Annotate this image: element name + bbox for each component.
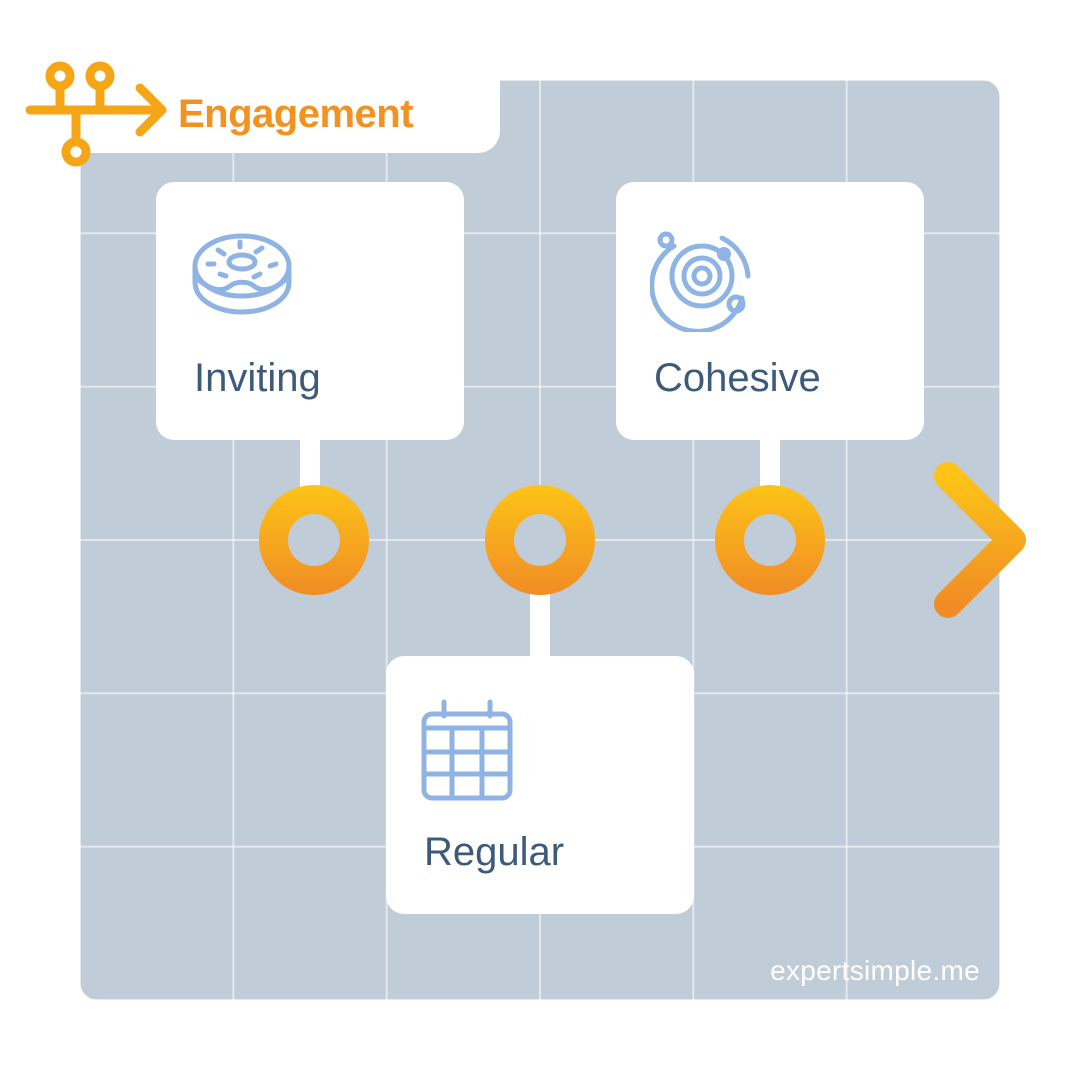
- step-card-cohesive: Cohesive: [616, 182, 924, 440]
- connector-regular: [530, 570, 550, 670]
- timeline-node-regular: [485, 485, 595, 595]
- title-tab: [0, 0, 500, 153]
- step-label-regular: Regular: [424, 830, 565, 874]
- footer-credit: expertsimple.me: [770, 955, 980, 986]
- timeline-node-inviting: [259, 485, 369, 595]
- step-card-regular: Regular: [386, 656, 694, 914]
- calendar-icon: [421, 699, 513, 801]
- donut-icon: [192, 233, 292, 315]
- timeline-node-cohesive: [715, 485, 825, 595]
- step-label-cohesive: Cohesive: [654, 356, 821, 400]
- orbit-icon: [650, 231, 751, 332]
- branch-arrow-icon: [25, 61, 167, 167]
- page-title: Engagement: [178, 92, 414, 136]
- step-label-inviting: Inviting: [194, 356, 321, 400]
- step-card-inviting: Inviting: [156, 182, 464, 440]
